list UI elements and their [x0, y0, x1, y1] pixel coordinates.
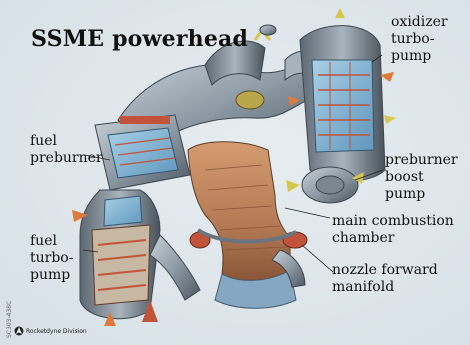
diagram-title: SSME powerhead [31, 26, 248, 52]
label-fuel-preburner: fuel preburner [30, 133, 103, 167]
label-fuel-turbopump: fuel turbo- pump [30, 233, 73, 284]
rocketdyne-logo-icon [14, 326, 24, 336]
label-oxidizer-turbopump: oxidizer turbo- pump [391, 14, 448, 65]
combustion-chamber-graphic [188, 142, 296, 309]
label-preburner-boost-pump: preburner boost pump [385, 152, 458, 203]
label-nozzle-forward-manifold: nozzle forward manifold [332, 262, 438, 296]
division-mark: Rocketdyne Division [26, 328, 87, 335]
oxidizer-side-assembly [288, 8, 396, 181]
label-main-combustion-chamber: main combustion chamber [332, 213, 454, 247]
